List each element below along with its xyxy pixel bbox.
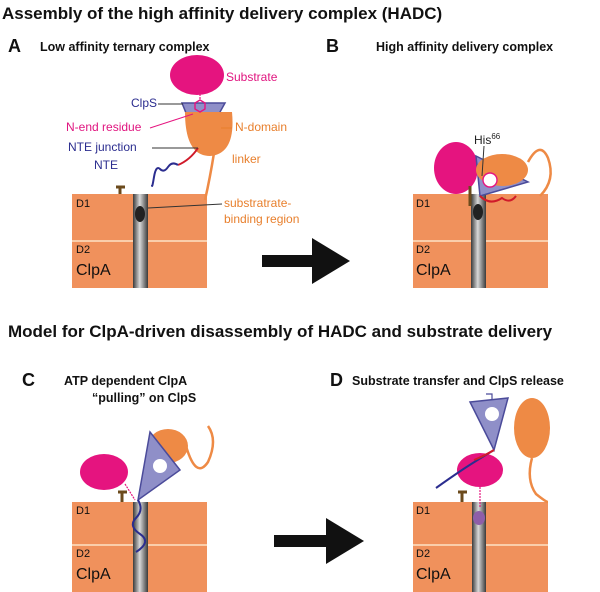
panel-d-graphic [413, 393, 550, 592]
ring-c-name: ClpA [76, 566, 111, 583]
label-n-end-residue: N-end residue [66, 120, 142, 134]
label-nte: NTE [94, 158, 118, 172]
panel-b-letter: B [326, 36, 339, 56]
ring-c-d2: D2 [76, 548, 91, 560]
nte-shape [131, 499, 147, 553]
ring-a-d2: D2 [76, 244, 91, 256]
ring-d-name: ClpA [416, 566, 451, 583]
label-clps: ClpS [131, 96, 158, 110]
panel-c-graphic [72, 425, 215, 592]
label-binding-region-1: substratrate- [224, 196, 292, 210]
ring-c-d1: D1 [76, 505, 91, 517]
substrate-shape [457, 453, 503, 487]
central-channel [133, 502, 148, 592]
substrate-in-pore [473, 511, 485, 525]
ring-b-d2: D2 [416, 244, 431, 256]
panel-a-graphic [72, 55, 233, 288]
label-linker: linker [232, 152, 261, 166]
clps-pocket [153, 459, 167, 473]
top-heading: Assembly of the high affinity delivery c… [2, 4, 443, 23]
panel-d-title: Substrate transfer and ClpS release [352, 374, 564, 388]
linker-shape [184, 425, 215, 470]
panel-d-letter: D [330, 370, 343, 390]
arrow-c-to-d [274, 518, 364, 564]
ring-b-name: ClpA [416, 262, 451, 279]
panel-c-title-line2: “pulling” on ClpS [92, 391, 197, 405]
panel-a-letter: A [8, 36, 21, 56]
panel-b-title: High affinity delivery complex [376, 40, 554, 54]
t-marker [116, 185, 125, 194]
n-domain-shape [514, 398, 550, 458]
clpa-ring [72, 194, 207, 288]
central-channel [472, 502, 486, 592]
nte-shape [479, 195, 517, 203]
pore-loop [135, 206, 145, 222]
bottom-heading: Model for ClpA-driven disassembly of HAD… [8, 322, 553, 341]
ring-d-d1: D1 [416, 505, 431, 517]
pore-loop [473, 204, 483, 220]
panel-c-title-line1: ATP dependent ClpA [64, 374, 188, 388]
label-nte-junction: NTE junction [68, 140, 137, 154]
label-n-domain: N-domain [235, 120, 288, 134]
clpa-ring [413, 502, 548, 592]
linker-shape [528, 457, 549, 504]
nte-shape [151, 162, 179, 187]
panel-b-graphic [413, 142, 552, 288]
linker-shape [203, 152, 216, 201]
label-substrate: Substrate [226, 70, 278, 84]
ring-d-d2: D2 [416, 548, 431, 560]
n-end-residue-mark [194, 99, 206, 113]
panel-a-title: Low affinity ternary complex [40, 40, 210, 54]
clpa-ring [413, 194, 548, 288]
arrow-a-to-b [262, 238, 350, 284]
label-binding-region-2: binding region [224, 212, 300, 226]
panel-c-letter: C [22, 370, 35, 390]
ring-a-name: ClpA [76, 262, 111, 279]
substrate-shape [80, 454, 128, 490]
clps-shape [468, 397, 510, 453]
t-marker [118, 490, 127, 502]
substrate-shape [434, 142, 478, 194]
label-his: His66 [474, 132, 501, 147]
t-marker [458, 490, 467, 502]
clps-pocket [485, 407, 499, 421]
his-site [482, 172, 498, 188]
clpa-ring [72, 502, 207, 592]
linker-shape [526, 148, 552, 197]
substrate-shape [170, 55, 224, 95]
ring-a-d1: D1 [76, 198, 91, 210]
ring-b-d1: D1 [416, 198, 431, 210]
n-domain-shape [185, 112, 233, 156]
